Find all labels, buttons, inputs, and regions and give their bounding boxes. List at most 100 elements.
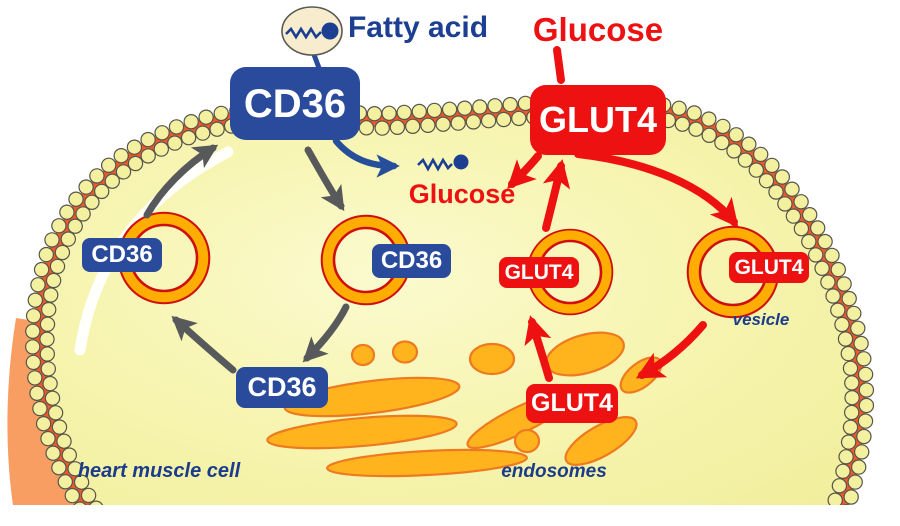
bottom-crop-strip <box>0 505 900 526</box>
lipid-bead-icon <box>358 120 375 136</box>
lipid-bead-icon <box>27 292 43 308</box>
lipid-bead-icon <box>830 302 846 318</box>
lipid-bead-icon <box>830 261 847 278</box>
lipid-bead-icon <box>686 105 702 121</box>
lipid-bead-icon <box>56 433 72 449</box>
lipid-bead-icon <box>73 474 90 490</box>
lipid-bead-icon <box>126 139 143 155</box>
lipid-bead-icon <box>25 339 41 355</box>
lipid-bead-icon <box>40 430 56 447</box>
lipid-bead-icon <box>674 116 691 132</box>
lipid-bead-icon <box>213 105 229 122</box>
lipid-bead-icon <box>834 316 850 333</box>
arrow-rightvesicle-to-endosome <box>635 321 707 379</box>
lipid-bead-icon <box>54 244 71 261</box>
fatty-acid-chain-inner-icon <box>417 157 453 172</box>
lipid-bead-icon <box>104 173 121 189</box>
lipid-bead-icon <box>842 360 859 376</box>
lipid-bead-icon <box>441 101 458 118</box>
lipid-bead-icon <box>741 136 757 152</box>
lipid-bead-icon <box>737 152 754 168</box>
cell-caption: heart muscle cell <box>77 460 241 482</box>
lipid-bead-icon <box>858 382 875 398</box>
lipid-bead-icon <box>457 100 473 116</box>
lipid-bead-icon <box>374 120 390 136</box>
lipid-bead-icon <box>808 247 824 263</box>
fatty-acid-pathway <box>281 6 469 178</box>
lipid-bead-icon <box>840 345 857 362</box>
lipid-bead-icon <box>38 246 55 263</box>
lipid-bead-icon <box>831 478 848 494</box>
lipid-bead-icon <box>42 375 58 392</box>
arrow-endosome-to-leftvesicle <box>171 315 237 374</box>
lipid-bead-icon <box>67 461 83 477</box>
lipid-bead-icon <box>33 261 50 278</box>
lipid-bead-icon <box>100 157 117 173</box>
lipid-bead-icon <box>814 260 830 276</box>
lipid-bead-icon <box>32 400 48 417</box>
lipid-bead-icon <box>435 116 451 132</box>
lipid-bead-icon <box>837 331 854 347</box>
lipid-bead-icon <box>60 231 77 247</box>
lipid-bead-icon <box>856 428 872 445</box>
lipid-bead-icon <box>502 96 518 113</box>
lipid-bead-icon <box>59 204 75 220</box>
lipid-bead-icon <box>41 301 57 318</box>
lipid-bead-icon <box>64 487 81 504</box>
lipid-bead-icon <box>194 125 211 141</box>
glut4-vesicle-right-tag: GLUT4 <box>729 252 809 283</box>
lipid-bead-icon <box>167 135 183 151</box>
lipid-bead-icon <box>777 196 793 212</box>
lipid-bead-icon <box>140 131 156 148</box>
lipid-bead-icon <box>45 272 62 289</box>
lipid-bead-icon <box>89 168 105 184</box>
lipid-bead-icon <box>68 191 84 207</box>
lipid-bead-icon <box>728 127 744 143</box>
cd36-membrane-transporter: CD36 <box>230 67 360 140</box>
lipid-bead-icon <box>35 416 52 432</box>
lipid-bead-icon <box>45 445 61 461</box>
lipid-bead-icon <box>841 290 857 307</box>
lipid-bead-icon <box>844 390 860 406</box>
cd36-endosomal-tag: CD36 <box>236 367 328 408</box>
lipid-bead-icon <box>209 121 225 137</box>
lipid-bead-icon <box>726 143 742 159</box>
lipid-bead-icon <box>701 127 717 143</box>
glut4-endosomal-tag: GLUT4 <box>526 384 618 423</box>
lipid-bead-icon <box>701 111 717 127</box>
lipid-bead-icon <box>44 390 61 406</box>
lipid-bead-icon <box>846 305 862 322</box>
lipid-bead-icon <box>715 118 731 135</box>
lipid-bead-icon <box>396 104 412 121</box>
lipid-bead-icon <box>366 105 383 122</box>
fatty-acid-label: Fatty acid <box>347 11 489 44</box>
lipid-bead-icon <box>43 287 59 303</box>
lipid-bead-icon <box>51 419 68 435</box>
lipid-bead-icon <box>75 206 91 222</box>
lipid-bead-icon <box>465 114 482 130</box>
lipid-bead-icon <box>115 164 132 180</box>
cd36-vesicle-center-tag: CD36 <box>372 244 451 278</box>
vesicle-caption: vesicle <box>732 309 790 329</box>
lipid-bead-icon <box>842 419 859 435</box>
lipid-bead-icon <box>140 148 156 164</box>
lipid-bead-icon <box>51 460 67 476</box>
lipid-bead-icon <box>93 183 110 200</box>
lipid-bead-icon <box>51 218 67 234</box>
arrow-centervesicle-to-endosome <box>302 303 350 363</box>
lipid-bead-icon <box>824 247 840 264</box>
glucose-entry-stem <box>553 46 565 84</box>
lipid-bead-icon <box>25 308 42 324</box>
lipid-bead-icon <box>857 413 874 429</box>
lipid-bead-icon <box>850 320 866 336</box>
lipid-bead-icon <box>496 111 512 128</box>
endosomes-caption: endosomes <box>501 460 607 482</box>
lipid-bead-icon <box>78 179 94 195</box>
cd36-vesicle-left-tag: CD36 <box>82 238 162 272</box>
lipid-bead-icon <box>714 134 730 151</box>
lipid-bead-icon <box>511 110 527 127</box>
lipid-bead-icon <box>39 346 56 362</box>
lipid-bead-icon <box>843 489 859 505</box>
lipid-bead-icon <box>40 361 57 377</box>
